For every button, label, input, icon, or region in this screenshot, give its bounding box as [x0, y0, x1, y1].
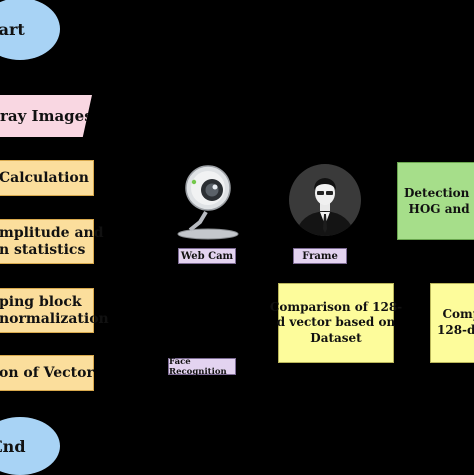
- vector-label: on of Vector: [0, 364, 94, 381]
- webcam-label: Web Cam: [178, 248, 236, 264]
- start-terminal: tart: [0, 0, 60, 60]
- vector-step: on of Vector: [0, 355, 94, 391]
- webcam-icon: [177, 165, 239, 240]
- comparison-vector-text: Comp 128-d v: [437, 307, 474, 337]
- webcam-label-text: Web Cam: [180, 250, 234, 262]
- comparison-vector-box: Comp 128-d v: [430, 283, 474, 363]
- detection-hog-text: Detection of HOG and L: [404, 185, 474, 216]
- face-recognition-label-text: Face Recognition: [169, 356, 227, 377]
- comparison-dataset-text: Comparison of 128- d vector based on Dat…: [269, 299, 403, 345]
- frame-label-text: Frame: [302, 250, 338, 262]
- detection-hog-box: Detection of HOG and L: [397, 162, 474, 240]
- end-label: End: [0, 436, 26, 456]
- calculation-step: Calculation: [0, 160, 94, 196]
- gray-images-label: ray Images: [0, 107, 93, 125]
- comparison-dataset-box: Comparison of 128- d vector based on Dat…: [270, 283, 402, 363]
- start-label: tart: [0, 19, 25, 39]
- calculation-label: Calculation: [0, 169, 89, 186]
- gray-images-input: ray Images: [0, 95, 92, 137]
- block-normalization-label: ping block normalization: [0, 293, 109, 327]
- face-recognition-label: Face Recognition: [168, 356, 236, 377]
- end-terminal: End: [0, 417, 60, 475]
- frame-label: Frame: [293, 248, 347, 264]
- amplitude-statistics-label: mplitude and n statistics: [0, 224, 104, 258]
- block-normalization-step: ping block normalization: [0, 288, 109, 333]
- amplitude-statistics-step: mplitude and n statistics: [0, 219, 104, 264]
- person-frame-icon: [289, 164, 361, 236]
